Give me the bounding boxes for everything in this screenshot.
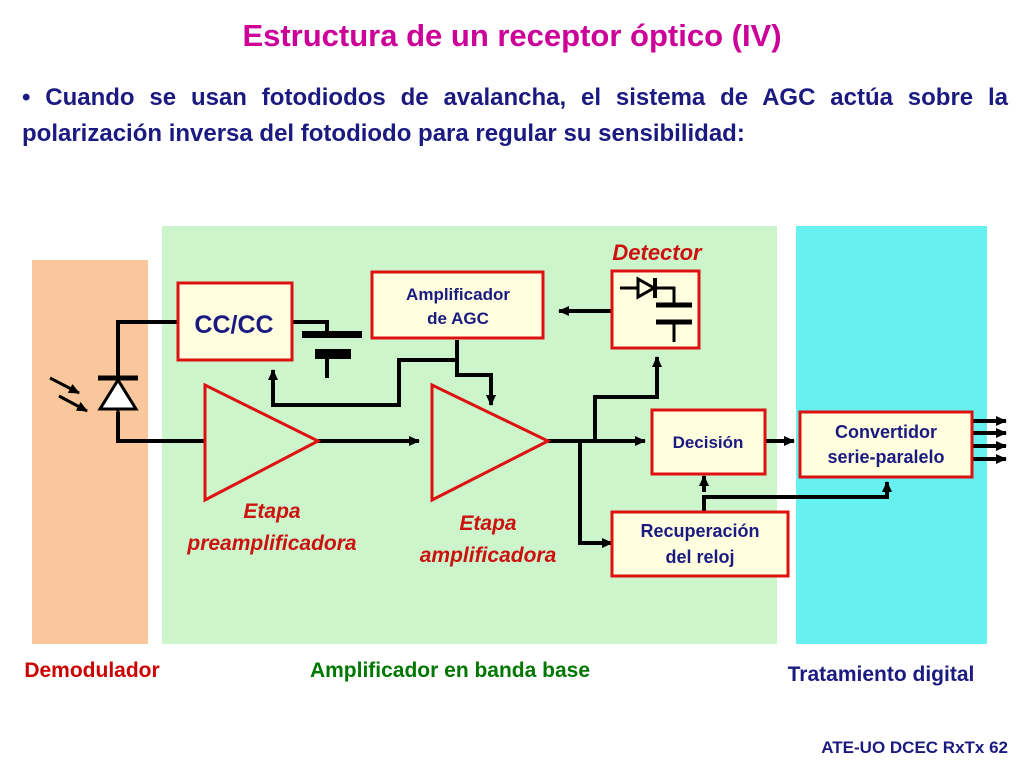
agc-amplifier-box: [370, 270, 545, 340]
detector-symbol: [620, 276, 692, 342]
clock-recovery-label-line1: Recuperación: [640, 521, 759, 541]
preamplifier-triangle: [203, 382, 322, 503]
clock-recovery-label-line2: del reloj: [665, 547, 734, 567]
demodulator-region: [32, 260, 148, 644]
baseband-label: Amplificador en banda base: [310, 659, 590, 682]
agc-label-line2: de AGC: [427, 309, 489, 328]
clock-recovery-box: [610, 510, 790, 578]
amplifier-triangle: [430, 382, 552, 503]
footer-slide-ref: ATE-UO DCEC RxTx 62: [821, 738, 1008, 757]
converter-label-line2: serie-paralelo: [827, 447, 944, 467]
detector-title: Detector: [612, 240, 703, 265]
decision-label: Decisión: [673, 433, 744, 452]
converter-label-line1: Convertidor: [835, 422, 937, 442]
amplifier-label-line1: Etapa: [459, 512, 517, 535]
converter-box: [798, 410, 974, 479]
preamplifier-label-line1: Etapa: [243, 500, 301, 523]
cccc-box: [176, 281, 294, 362]
slide-title: Estructura de un receptor óptico (IV): [242, 18, 782, 53]
bullet-text: • Cuando se usan fotodiodos de avalancha…: [22, 84, 1008, 147]
demodulator-label: Demodulador: [24, 659, 159, 682]
battery-symbol: [302, 331, 362, 359]
cccc-label: CC/CC: [194, 311, 273, 339]
digital-label: Tratamiento digital: [788, 663, 975, 686]
decision-box: [650, 408, 767, 476]
agc-label-line1: Amplificador: [406, 285, 510, 304]
photodiode-symbol: [49, 375, 139, 413]
amplifier-label-line2: amplificadora: [420, 544, 557, 567]
preamplifier-label-line2: preamplificadora: [186, 532, 357, 555]
wiring: [116, 306, 1007, 548]
